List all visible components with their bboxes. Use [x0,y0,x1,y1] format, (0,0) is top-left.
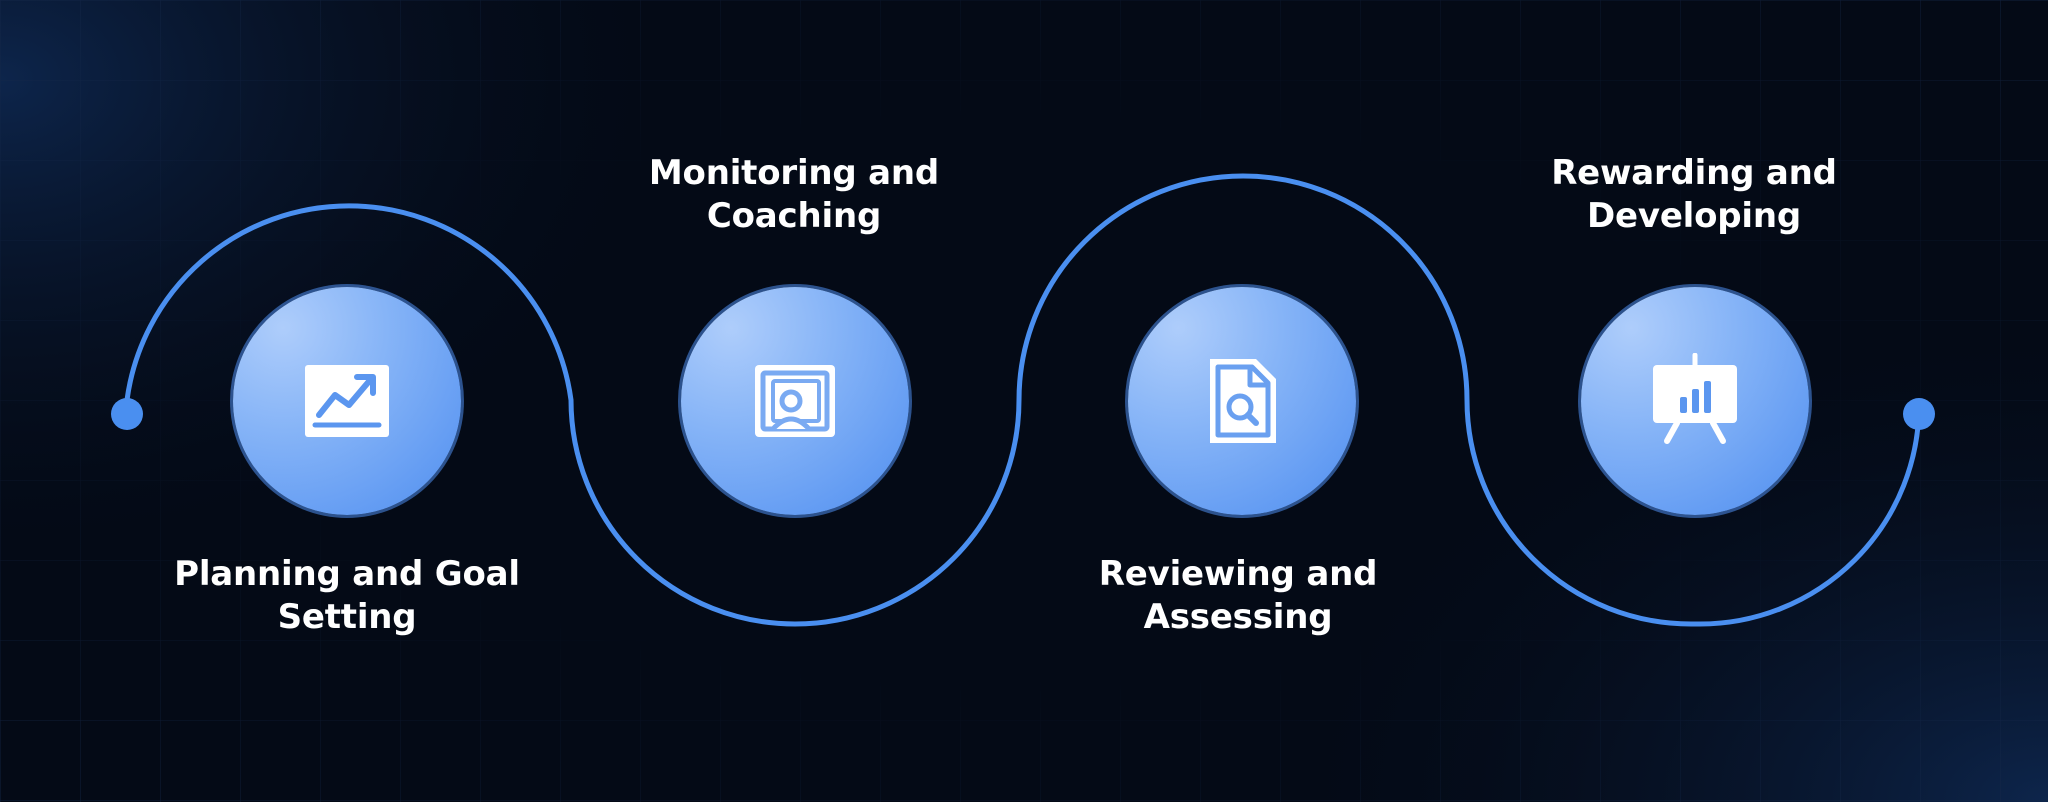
stage-3-label-line2: Assessing [1143,597,1333,637]
stage-1-label: Planning and Goal Setting [147,553,547,639]
path-start-dot [111,398,143,430]
path-end-dot [1903,398,1935,430]
stage-3-label-line1: Reviewing and [1098,554,1378,594]
stage-1-circle [233,287,461,515]
document-search-icon [1210,359,1276,443]
stage-3-label: Reviewing and Assessing [1038,553,1438,639]
stage-2-label-line1: Monitoring and [648,153,940,193]
stage-1-label-line2: Setting [277,597,417,637]
growth-chart-icon [305,365,389,437]
connector-path [124,173,1922,627]
stage-3-circle [1128,287,1356,515]
user-monitor-icon [755,365,835,437]
stage-4-label: Rewarding and Developing [1494,152,1894,238]
presentation-board-icon [1653,353,1737,444]
stage-2-label: Monitoring and Coaching [594,152,994,238]
stage-1-label-line1: Planning and Goal [174,554,520,594]
stage-2-circle [681,287,909,515]
stage-2-label-line2: Coaching [706,196,882,236]
stage-4-label-line2: Developing [1586,196,1802,236]
stage-4-circle [1581,287,1809,515]
stage-4-label-line1: Rewarding and [1551,153,1837,193]
